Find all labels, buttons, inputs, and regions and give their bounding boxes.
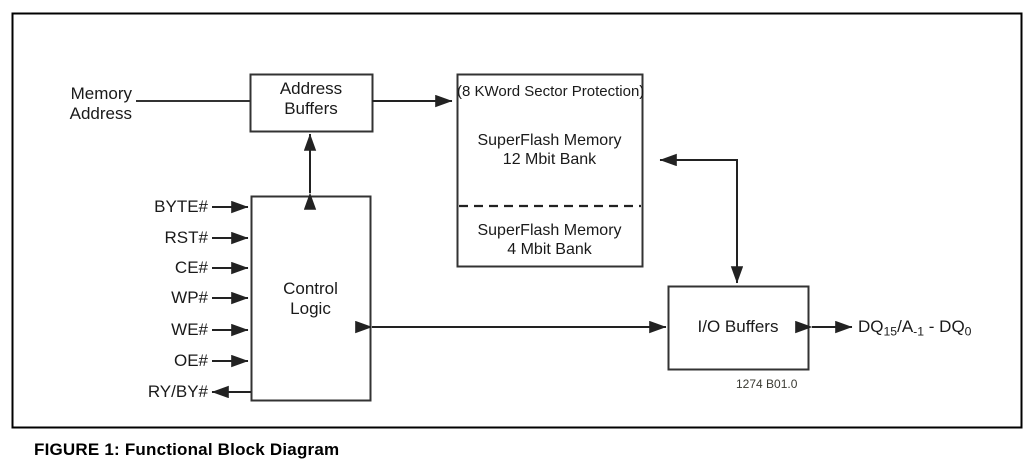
memory-bank-4mbit-label: SuperFlash Memory 4 Mbit Bank	[457, 222, 642, 260]
signal-label-rybsy: RY/BY#	[147, 382, 208, 401]
signal-label-ce: CE#	[174, 258, 208, 277]
io-buffers-label: I/O Buffers	[697, 317, 779, 336]
address-buffers-line1: Address	[279, 79, 343, 98]
signal-label-oe: OE#	[173, 351, 208, 370]
drawing-id-label: 1274 B01.0	[736, 377, 798, 391]
signal-label-rst: RST#	[164, 228, 208, 247]
data-bus-text: DQ15/A-1 - DQ0	[858, 317, 972, 339]
figure-caption-label: FIGURE 1:	[34, 440, 120, 459]
bank1-line2: 12 Mbit Bank	[502, 150, 597, 168]
address-buffers-line2: Buffers	[284, 99, 338, 119]
memory-array-box	[456, 73, 644, 268]
control-logic-label: Control Logic	[251, 279, 370, 319]
control-logic-line2: Logic	[290, 299, 331, 319]
signal-label-wp: WP#	[171, 288, 208, 307]
figure-caption: FIGURE 1: Functional Block Diagram	[34, 440, 339, 460]
sector-protection-note: (8 KWord Sector Protection)	[457, 83, 645, 100]
figure-frame	[11, 12, 1023, 429]
bank1-line1: SuperFlash Memory	[477, 132, 622, 149]
memory-address-line1: Memory	[70, 84, 132, 103]
figure-caption-title: Functional Block Diagram	[124, 440, 340, 459]
address-buffers-label: Address Buffers	[250, 79, 372, 119]
bank2-line1: SuperFlash Memory	[477, 222, 622, 239]
data-bus-label: DQ15/A-1 - DQ0	[858, 317, 971, 339]
address-buffers-box	[249, 73, 374, 133]
signal-label-byte: BYTE#	[154, 197, 208, 216]
io-buffers-box	[667, 285, 810, 371]
signal-label-we: WE#	[171, 320, 208, 339]
memory-io-bus-down	[660, 159, 744, 284]
bank2-line2: 4 Mbit Bank	[507, 240, 592, 258]
memory-address-label: Memory Address	[0, 84, 132, 124]
memory-address-line2: Address	[69, 104, 132, 124]
control-logic-box	[250, 195, 372, 402]
memory-bank-12mbit-label: SuperFlash Memory 12 Mbit Bank	[457, 132, 642, 170]
control-logic-line1: Control	[283, 279, 338, 298]
